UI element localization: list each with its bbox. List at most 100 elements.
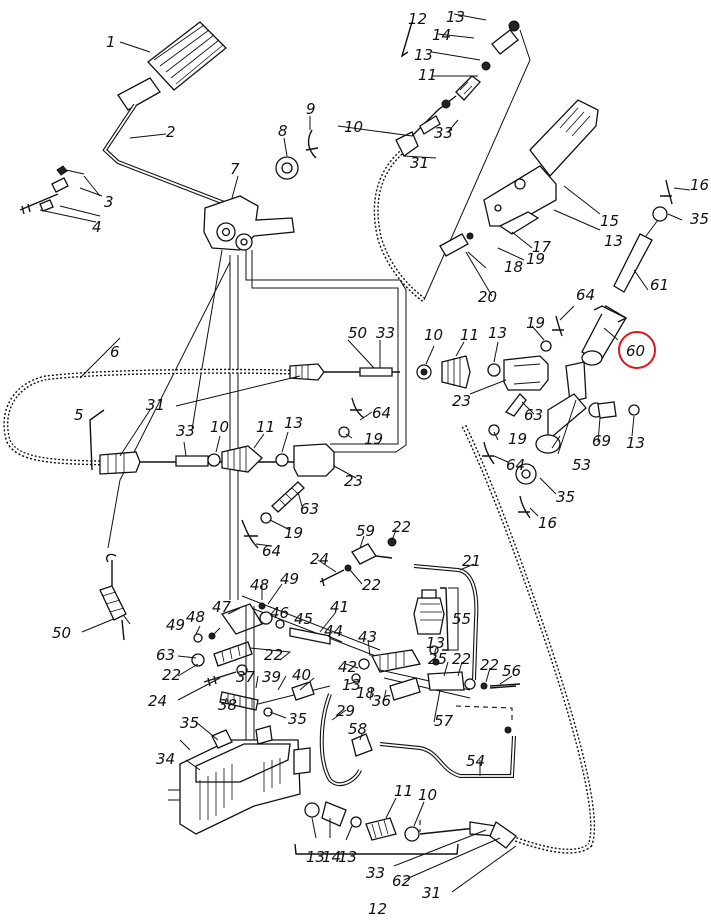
label-5: 5	[74, 406, 84, 424]
label-15: 15	[600, 212, 619, 230]
label-21: 21	[462, 552, 481, 570]
label-47: 47	[212, 598, 232, 616]
label-69: 69	[592, 432, 611, 450]
label-57: 57	[434, 712, 454, 730]
label-48-b: 48	[186, 608, 205, 626]
group-brackets	[89, 21, 459, 855]
label-16-b: 16	[538, 514, 557, 532]
label-8: 8	[278, 122, 288, 140]
cable-31-lower	[461, 424, 596, 854]
label-12-b: 12	[368, 900, 387, 918]
label-11-d: 11	[394, 782, 413, 800]
master-cylinder	[168, 606, 311, 835]
label-61: 61	[650, 276, 669, 294]
label-13-a: 13	[446, 8, 465, 26]
cable-6	[3, 355, 549, 466]
label-13-f: 13	[626, 434, 645, 452]
label-3: 3	[104, 193, 114, 211]
label-44: 44	[324, 622, 343, 640]
label-43: 43	[358, 628, 377, 646]
label-19-b: 19	[526, 314, 545, 332]
label-24-b: 24	[148, 692, 167, 710]
reservoir	[413, 587, 459, 651]
label-33-a: 33	[434, 124, 453, 142]
label-39: 39	[262, 668, 281, 686]
leader-lines	[39, 13, 691, 893]
label-48-a: 48	[250, 576, 269, 594]
label-10-d: 10	[418, 786, 437, 804]
label-55: 55	[452, 610, 471, 628]
label-19-c: 19	[364, 430, 383, 448]
label-22-d: 22	[162, 666, 181, 684]
label-14-a: 14	[432, 26, 451, 44]
label-11-c: 11	[256, 418, 275, 436]
label-13-c: 13	[604, 232, 623, 250]
label-35-d: 35	[180, 714, 199, 732]
label-19-e: 19	[284, 524, 303, 542]
label-23-a: 23	[452, 392, 471, 410]
label-14-b: 14	[322, 848, 341, 866]
label-56: 56	[502, 662, 521, 680]
cable-31-upper	[373, 20, 531, 303]
label-4: 4	[92, 218, 102, 236]
label-38: 38	[218, 696, 237, 714]
label-64-c: 64	[506, 456, 525, 474]
label-18-b: 18	[356, 684, 375, 702]
linkage-rods	[107, 249, 407, 600]
label-10-a: 10	[344, 118, 363, 136]
label-49-a: 49	[280, 570, 299, 588]
spring-50	[99, 553, 127, 641]
label-6: 6	[110, 343, 120, 361]
label-33-b: 33	[376, 324, 395, 342]
label-35-c: 35	[288, 710, 307, 728]
label-49-b: 49	[166, 616, 185, 634]
label-19-d: 19	[508, 430, 527, 448]
label-7: 7	[230, 160, 240, 178]
label-13-e: 13	[284, 414, 303, 432]
part-labels: 1 2 3 4 5 6 7 8 9 10 10 10 10 11 11 11 1…	[52, 8, 709, 918]
pedal-bracket	[203, 195, 295, 251]
pedal-assembly	[19, 21, 319, 251]
label-33-d: 33	[366, 864, 385, 882]
label-13-h: 13	[426, 634, 445, 652]
hand-lever	[439, 99, 599, 257]
lower-linkage	[191, 537, 521, 787]
label-63-b: 63	[300, 500, 319, 518]
label-33-c: 33	[176, 422, 195, 440]
label-46: 46	[270, 604, 289, 622]
label-34: 34	[156, 750, 175, 768]
label-1: 1	[106, 33, 116, 51]
highlight-circle	[618, 331, 656, 369]
label-12-a: 12	[408, 10, 427, 28]
label-13-g: 13	[342, 676, 361, 694]
label-59: 59	[356, 522, 375, 540]
label-50-b: 50	[52, 624, 71, 642]
label-22-e: 22	[452, 650, 471, 668]
label-11-b: 11	[460, 326, 479, 344]
label-24-a: 24	[310, 550, 329, 568]
label-2: 2	[166, 123, 176, 141]
label-62: 62	[392, 872, 411, 890]
label-22-f: 22	[480, 656, 499, 674]
label-64-a: 64	[576, 286, 595, 304]
label-13-j: 13	[338, 848, 357, 866]
label-64-b: 64	[372, 404, 391, 422]
label-31-b: 31	[146, 396, 165, 414]
label-53: 53	[572, 456, 591, 474]
label-10-b: 10	[424, 326, 443, 344]
label-22-a: 22	[392, 518, 411, 536]
label-31-a: 31	[410, 154, 429, 172]
label-22-b: 22	[362, 576, 381, 594]
label-13-i: 13	[306, 848, 325, 866]
label-9: 9	[306, 100, 316, 118]
label-22-c: 22	[264, 646, 283, 664]
label-35-a: 35	[690, 210, 709, 228]
label-25: 25	[428, 650, 447, 668]
rod-assembly-right	[482, 179, 673, 519]
label-50-a: 50	[348, 324, 367, 342]
label-37: 37	[236, 668, 256, 686]
label-10-c: 10	[210, 418, 229, 436]
label-40: 40	[292, 666, 311, 684]
label-29: 29	[336, 702, 355, 720]
